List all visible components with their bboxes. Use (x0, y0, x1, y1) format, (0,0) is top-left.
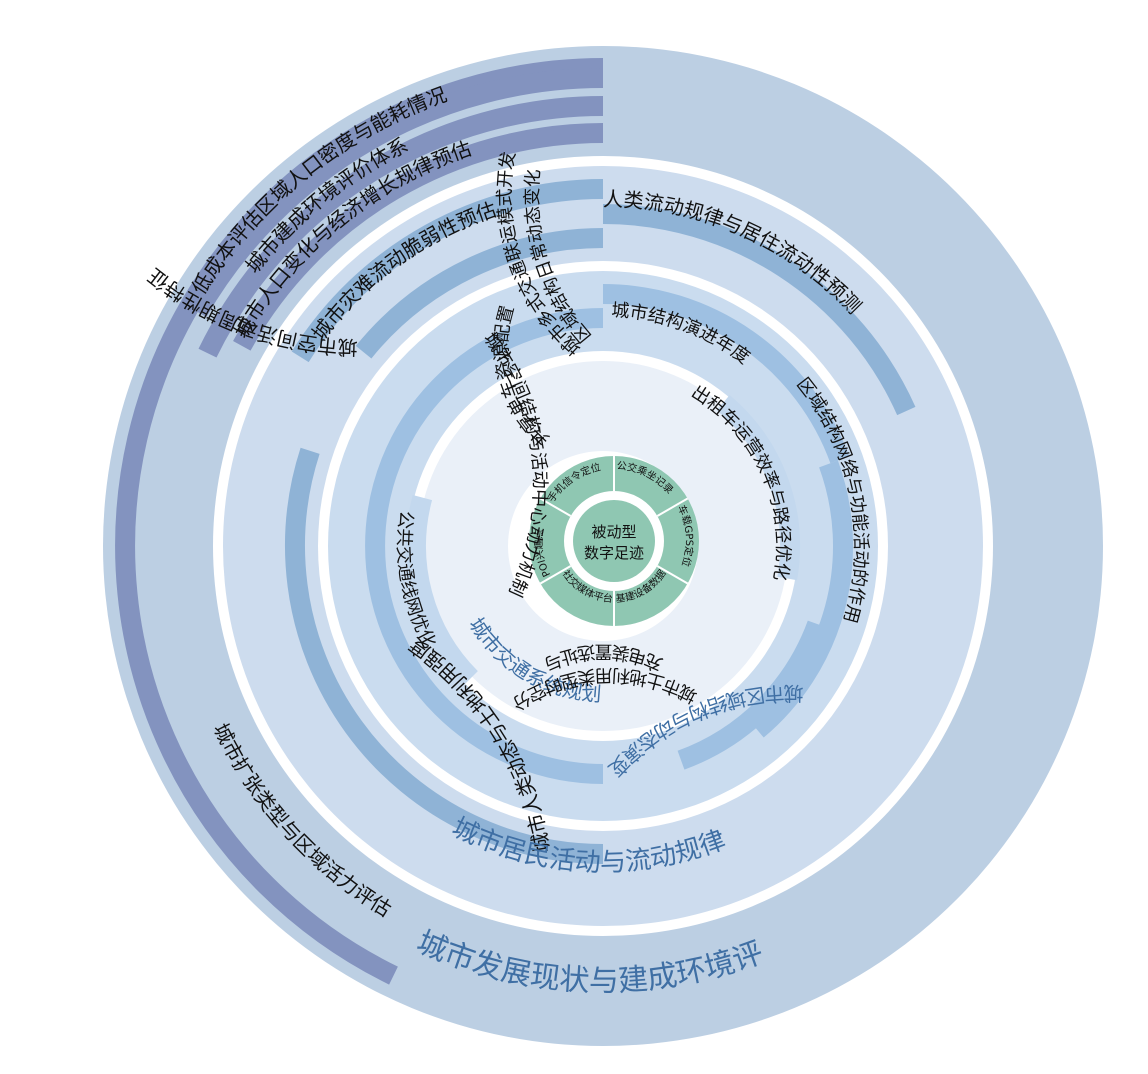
data-source-divider (656, 497, 689, 517)
band-ring2-network (750, 460, 853, 738)
arc-bands (115, 58, 916, 985)
center-label-line2: 数字足迹 (584, 544, 644, 562)
band-ring3-periodic (355, 228, 604, 359)
band-ring4-density (189, 68, 604, 318)
band-ring1-taxi (716, 395, 801, 581)
center-core (573, 500, 655, 582)
data-source-divider (656, 565, 689, 585)
band-ring2-landuse (677, 620, 827, 770)
band-ring2-evolution (602, 284, 850, 464)
center-label-line1: 被动型 (591, 523, 636, 541)
band-ring4-population (233, 123, 604, 351)
data-source-divider (539, 565, 572, 585)
data-source-dividers (539, 456, 689, 626)
band-ring3-mobility (602, 204, 916, 416)
band-ring3-human-dynamics (285, 447, 604, 864)
band-ring1-public-transit (406, 495, 478, 686)
band-ring2-center-mechanism (365, 308, 604, 784)
band-ring4-built-env (198, 96, 604, 358)
data-source-divider (539, 497, 572, 517)
band-ring3-disaster (291, 179, 604, 363)
